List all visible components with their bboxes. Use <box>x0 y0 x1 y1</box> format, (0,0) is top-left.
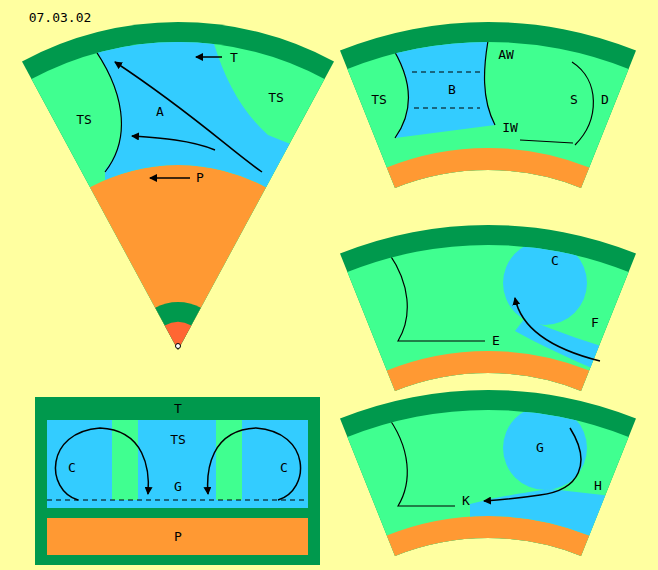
region-label: S <box>570 93 578 107</box>
region-label: B <box>448 83 456 97</box>
section-layers <box>340 22 636 188</box>
dashed-line <box>414 107 480 108</box>
earth-section <box>340 390 636 556</box>
region-label: AW <box>498 48 514 62</box>
region-label: P <box>174 530 182 544</box>
region-label: E <box>492 334 500 348</box>
region-label: IW <box>502 121 518 135</box>
region-label: C <box>280 461 288 475</box>
dashed-line <box>47 499 308 500</box>
box-crust <box>35 397 320 565</box>
blue-region <box>80 30 345 240</box>
boundary-line <box>380 30 409 138</box>
boundary-line <box>485 30 495 125</box>
blue-strip <box>470 489 630 548</box>
box-section <box>35 397 320 565</box>
earth-section <box>340 225 636 391</box>
boundary-line <box>385 413 455 506</box>
region-label: A <box>156 105 164 119</box>
region-label: D <box>601 93 609 107</box>
region-label: T <box>230 51 238 65</box>
outer-core <box>90 165 266 350</box>
flow-loop <box>208 428 301 500</box>
blue-plume <box>503 406 587 490</box>
motion-arrow <box>196 56 222 58</box>
section-layers <box>340 390 636 556</box>
flow-arrow <box>484 428 581 501</box>
earth-section <box>22 22 345 350</box>
blue-region <box>380 30 495 138</box>
region-label: G <box>536 441 544 455</box>
flow-arrow <box>115 62 262 172</box>
boundary-line <box>520 140 573 143</box>
box-mantle <box>47 420 308 508</box>
region-label: G <box>174 480 182 494</box>
region-label: C <box>68 461 76 475</box>
flow-loop <box>55 428 148 500</box>
core-band <box>155 302 201 350</box>
region-label: C <box>551 254 559 268</box>
region-label: TS <box>76 113 92 127</box>
flow-arrow <box>132 136 215 150</box>
dashed-line <box>412 71 480 72</box>
region-label: K <box>462 494 470 508</box>
section-layers <box>340 225 636 391</box>
boundary-line <box>385 248 485 341</box>
region-label: T <box>174 402 182 416</box>
region-label: F <box>591 316 599 330</box>
flow-arrow <box>515 298 600 361</box>
motion-arrow <box>150 177 190 179</box>
region-label: TS <box>170 433 186 447</box>
region-label: TS <box>268 91 284 105</box>
region-label: TS <box>371 93 387 107</box>
earth-section <box>340 22 636 188</box>
region-label: H <box>594 479 602 493</box>
green-stripe <box>112 420 138 500</box>
boundary-line <box>80 30 121 172</box>
box-core <box>47 518 308 555</box>
blue-plume <box>503 241 587 325</box>
inner-core <box>165 322 192 350</box>
region-label: P <box>196 171 204 185</box>
centre-dot <box>176 344 181 349</box>
date-stamp: 07.03.02 <box>29 11 92 25</box>
